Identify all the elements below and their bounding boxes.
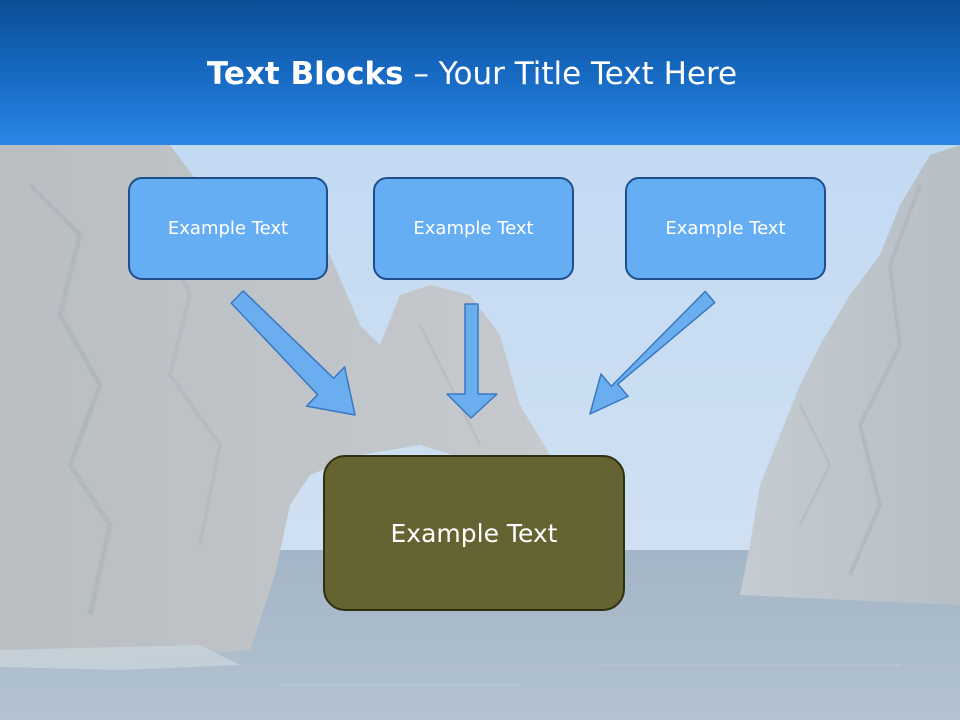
arrow-middle-icon	[446, 303, 498, 419]
text-block-2[interactable]: Example Text	[373, 177, 574, 280]
arrow-right-icon	[589, 290, 716, 415]
arrow-left-icon	[230, 290, 356, 416]
title-bold: Text Blocks	[206, 56, 404, 92]
title-dash: –	[403, 56, 439, 92]
text-block-2-label: Example Text	[413, 218, 534, 239]
slide-title: Text Blocks – Your Title Text Here	[0, 52, 944, 96]
title-rest: Your Title Text Here	[438, 56, 738, 92]
text-block-1[interactable]: Example Text	[128, 177, 328, 280]
text-block-3[interactable]: Example Text	[625, 177, 826, 280]
text-block-1-label: Example Text	[167, 218, 289, 239]
text-block-3-label: Example Text	[665, 218, 786, 239]
center-text-block-label: Example Text	[390, 518, 558, 548]
title-bar: Text Blocks – Your Title Text Here	[0, 0, 960, 145]
center-text-block[interactable]: Example Text	[323, 455, 625, 611]
